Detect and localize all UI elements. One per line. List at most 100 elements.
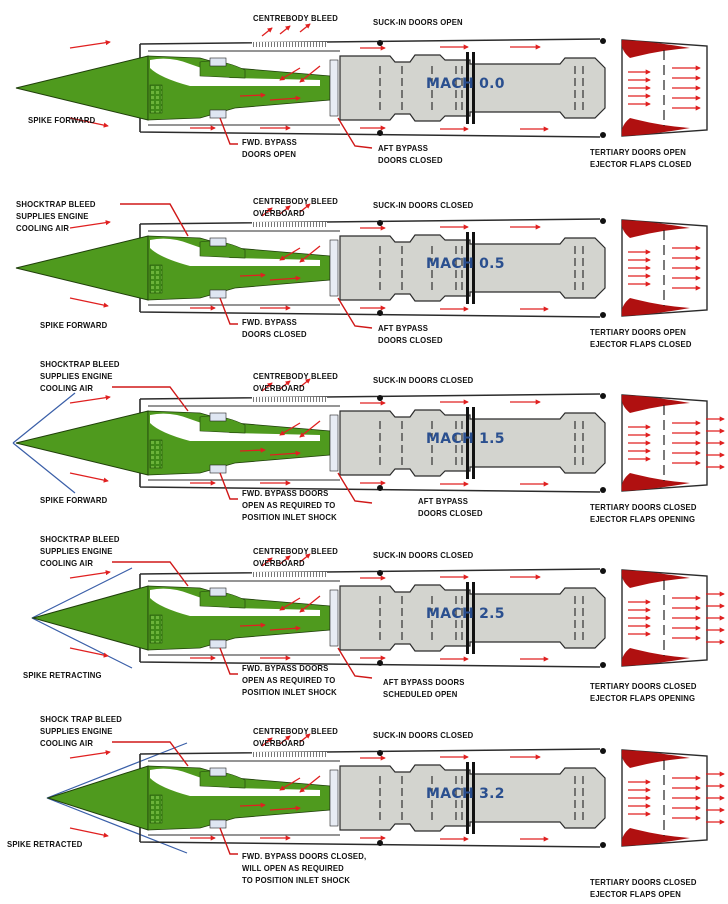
suck-in-door-hinge <box>377 840 383 846</box>
spike-support-grid <box>149 794 163 824</box>
suck-in-door-hinge <box>377 570 383 576</box>
core-flange <box>472 582 475 654</box>
airflow-arrow <box>279 597 301 611</box>
aft-bypass-doors <box>329 239 339 297</box>
aft-bypass-doors <box>329 414 339 472</box>
ejector-flap-upper <box>621 220 690 238</box>
inlet-spike <box>15 235 149 301</box>
airflow-arrow <box>261 382 273 392</box>
leader-line <box>337 472 373 504</box>
airflow-arrow <box>261 27 273 37</box>
leader-line <box>112 741 189 767</box>
leader-line <box>219 647 238 675</box>
aft-bypass-doors <box>329 589 339 647</box>
airflow-arrow <box>299 23 311 33</box>
leader-line <box>337 297 373 329</box>
internal-bleed-passage <box>150 588 320 616</box>
tertiary-door-hinge <box>600 487 606 493</box>
leader-line <box>337 647 373 679</box>
aft-bypass-doors-label: AFT BYPASS DOORS CLOSED <box>418 496 483 518</box>
spike-support-grid <box>149 84 163 114</box>
suck-in-door-hinge <box>377 750 383 756</box>
leader-line <box>219 297 238 325</box>
inlet-duct-wall <box>148 50 340 126</box>
mach-number-label: MACH 0.5 <box>426 256 505 272</box>
leader-line <box>112 561 189 587</box>
centrebody-bleed-label: CENTREBODY BLEED OVERBOARD <box>253 546 338 568</box>
tertiary-door-hinge <box>600 842 606 848</box>
aft-bypass-doors-label: AFT BYPASS DOORS SCHEDULED OPEN <box>383 677 465 699</box>
leader-line <box>219 472 238 500</box>
ejector-flap-lower <box>621 298 690 316</box>
fwd-bypass-door-lower <box>209 289 227 299</box>
fwd-bypass-doors-label: FWD. BYPASS DOORS CLOSED <box>242 317 307 339</box>
internal-bleed-passage <box>150 58 320 86</box>
fwd-bypass-door-upper <box>209 767 227 777</box>
aft-bypass-doors <box>329 769 339 827</box>
fwd-bypass-door-upper <box>209 587 227 597</box>
spike-support-grid <box>149 614 163 644</box>
spike-position-label: SPIKE FORWARD <box>40 495 108 505</box>
fwd-bypass-door-lower <box>209 819 227 829</box>
tertiary-door-hinge <box>600 218 606 224</box>
airflow-arrow <box>299 595 321 613</box>
fwd-bypass-doors-label: FWD. BYPASS DOORS OPEN <box>242 137 297 159</box>
spike-position-label: SPIKE RETRACTED <box>7 839 83 849</box>
fwd-bypass-door-lower <box>209 639 227 649</box>
suck-in-door-hinge <box>377 395 383 401</box>
airflow-arrow <box>261 207 273 217</box>
airflow-arrow <box>279 422 301 436</box>
suck-in-door-hinge <box>377 220 383 226</box>
airflow-arrow <box>279 67 301 81</box>
fwd-bypass-doors-label: FWD. BYPASS DOORS OPEN AS REQUIRED TO PO… <box>242 488 337 522</box>
airflow-arrow <box>279 247 301 261</box>
mach-number-label: MACH 0.0 <box>426 76 505 92</box>
engine-panel-3 <box>31 553 725 679</box>
shock-wave-lines <box>46 742 188 854</box>
airflow-arrow <box>261 737 273 747</box>
ejector-flap-lower <box>621 118 690 136</box>
core-flange <box>466 407 469 479</box>
inlet-spike <box>15 55 149 121</box>
airflow-arrow <box>279 380 291 390</box>
spike-position-label: SPIKE FORWARD <box>40 320 108 330</box>
fwd-bypass-door-upper <box>209 237 227 247</box>
airflow-arrow <box>299 245 321 263</box>
shocktrap-bleed-label: SHOCKTRAP BLEED SUPPLIES ENGINE COOLING … <box>16 199 96 233</box>
airflow-arrow <box>69 647 109 658</box>
shocktrap-bleed-label: SHOCKTRAP BLEED SUPPLIES ENGINE COOLING … <box>40 534 120 568</box>
fwd-bypass-door-lower <box>209 109 227 119</box>
airflow-arrow <box>69 117 109 128</box>
inlet-duct-wall <box>148 580 340 656</box>
airflow-arrow <box>69 220 111 229</box>
airflow-arrow <box>239 92 266 98</box>
leader-line <box>112 386 189 412</box>
suck-in-doors-label: SUCK-IN DOORS CLOSED <box>373 730 474 740</box>
airflow-arrow <box>299 775 321 793</box>
core-flange <box>466 582 469 654</box>
airflow-arrow <box>299 65 321 83</box>
tertiary-doors-label: TERTIARY DOORS OPEN EJECTOR FLAPS CLOSED <box>590 327 692 349</box>
airflow-arrow <box>239 447 266 453</box>
shock-wave-lines <box>12 392 76 494</box>
suck-in-door-hinge <box>377 660 383 666</box>
airflow-arrow <box>269 805 301 811</box>
spike-support-grid <box>149 264 163 294</box>
aft-bypass-doors-label: AFT BYPASS DOORS CLOSED <box>378 143 443 165</box>
aft-bypass-doors-label: AFT BYPASS DOORS CLOSED <box>378 323 443 345</box>
airflow-arrow <box>269 625 301 631</box>
engine-panel-2 <box>12 378 725 504</box>
inlet-duct-wall <box>148 760 340 836</box>
core-flange <box>466 232 469 304</box>
airflow-arrow <box>279 205 291 215</box>
spike-position-label: SPIKE FORWARD <box>28 115 96 125</box>
suck-in-door-hinge <box>377 40 383 46</box>
ejector-flap-lower <box>621 828 690 846</box>
inlet-spike <box>46 765 149 831</box>
mach-number-label: MACH 1.5 <box>426 431 505 447</box>
engine-panel-0 <box>15 23 708 149</box>
airflow-arrow <box>299 553 311 563</box>
tertiary-door-hinge <box>600 748 606 754</box>
fwd-bypass-doors-label: FWD. BYPASS DOORS OPEN AS REQUIRED TO PO… <box>242 663 337 697</box>
